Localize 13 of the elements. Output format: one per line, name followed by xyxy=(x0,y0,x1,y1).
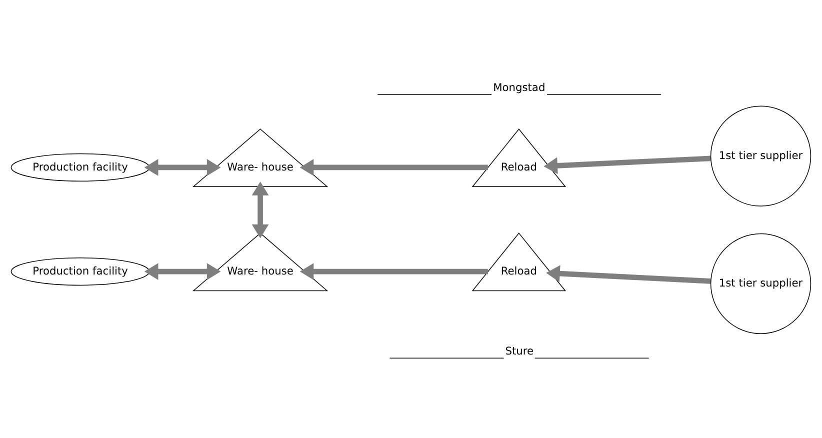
node-ellipse: Production facility xyxy=(10,152,150,182)
node-circle: 1st tier supplier xyxy=(710,105,812,206)
arrow xyxy=(300,262,488,280)
arrow xyxy=(252,181,269,238)
arrow xyxy=(144,262,221,280)
arrow xyxy=(546,264,711,284)
arrow xyxy=(300,158,488,176)
label: Mongstad xyxy=(493,80,546,94)
label: Sture xyxy=(505,344,534,357)
arrow xyxy=(544,155,711,174)
node-circle: 1st tier supplier xyxy=(710,232,812,334)
arrow xyxy=(144,158,221,176)
node-ellipse: Production facility xyxy=(10,256,150,286)
